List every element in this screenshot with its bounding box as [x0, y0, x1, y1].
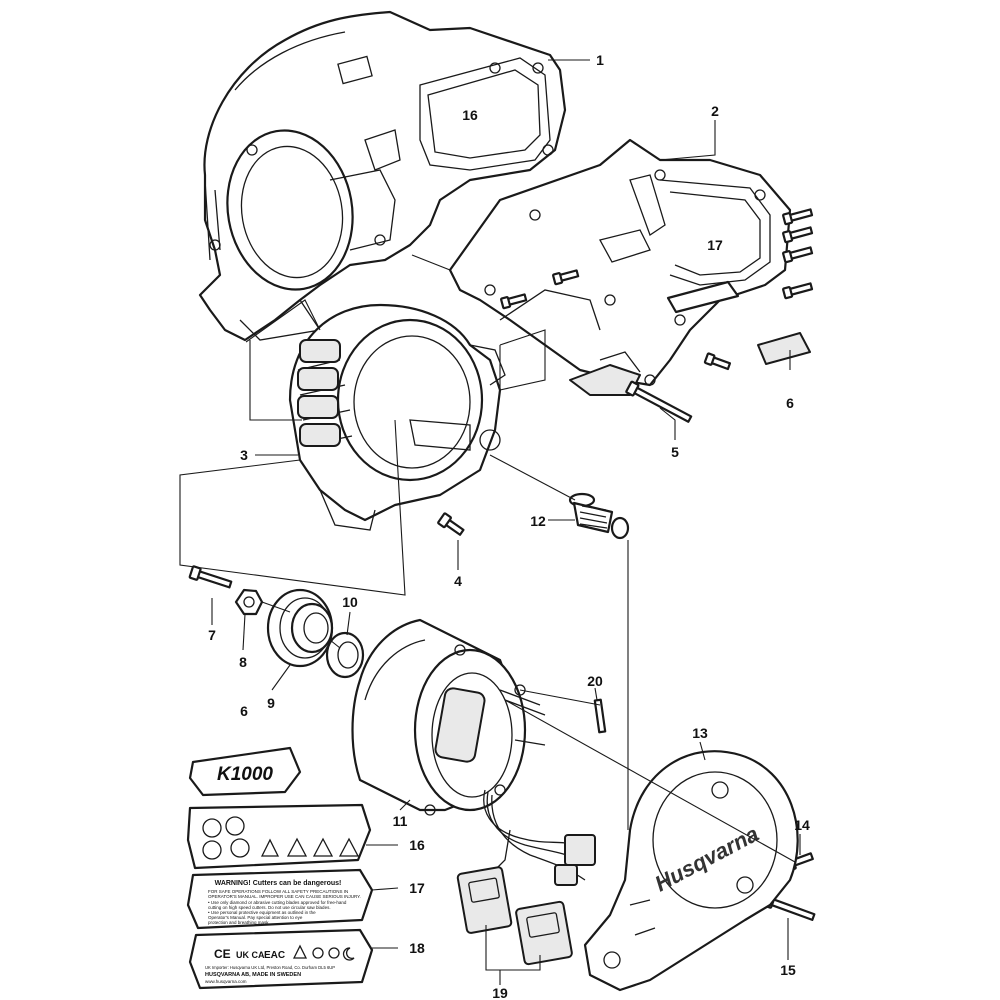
cert-mark: UK CA	[236, 950, 265, 960]
callout-17-upper: 17	[707, 237, 723, 253]
standby-icon	[312, 947, 324, 959]
nut-part-8	[234, 588, 264, 616]
callout-12: 12	[530, 513, 546, 529]
model-decal: K1000	[188, 746, 302, 797]
cert-mark: EAC	[264, 950, 285, 961]
callout-13: 13	[692, 725, 708, 741]
callout-17-lower: 17	[409, 880, 425, 896]
safety-decal: WARNING! Cutters can be dangerous! FOR S…	[186, 868, 374, 930]
callout-6-lower: 6	[240, 703, 248, 719]
decal-6-small	[757, 332, 811, 365]
safety-headline: WARNING! Cutters can be dangerous!	[215, 880, 342, 887]
callout-numbers: 1 16 2 17 6 5 3 12 4 7 8 9 10 20 6 13 11…	[208, 52, 810, 1000]
safety-line: • Use only diamond or abrasive cutting b…	[208, 900, 347, 905]
moon-icon	[342, 947, 355, 961]
model-decal-text: K1000	[217, 764, 273, 785]
callout-18: 18	[409, 940, 425, 956]
cert-website: www.husqvarna.com	[205, 979, 247, 984]
callout-9: 9	[267, 695, 275, 711]
motor-part	[351, 618, 546, 816]
brush-spring-part	[568, 492, 630, 540]
screw-group-right	[500, 208, 814, 371]
wiring-harness-part	[456, 789, 596, 966]
callout-8: 8	[239, 654, 247, 670]
end-cover-part: Husqvarna	[583, 750, 799, 992]
pictogram-decal	[186, 803, 372, 870]
cert-made-in: HUSQVARNA AB, MADE IN SWEDEN	[205, 972, 301, 978]
callout-20: 20	[587, 673, 603, 689]
assembly-guide-lines	[179, 254, 796, 863]
safety-line: Operator's Manual. Pay special attention…	[208, 915, 303, 920]
callout-4: 4	[454, 573, 462, 589]
recycle-icon	[292, 944, 308, 959]
callout-11: 11	[393, 813, 408, 829]
motor-shroud-part	[288, 303, 506, 531]
callout-16-upper: 16	[462, 107, 478, 123]
certification-decal: CE UK CA EAC UK Importer: Husqvarna UK L…	[188, 928, 374, 990]
housing-half-part	[198, 10, 567, 342]
callout-7: 7	[208, 627, 216, 643]
screw-part-4	[437, 512, 465, 536]
callout-6-upper: 6	[786, 395, 794, 411]
screw-part-5	[625, 380, 693, 423]
safety-line: OPERATOR'S MANUAL. IMPROPER USE CAN CAUS…	[208, 894, 361, 899]
callout-15: 15	[780, 962, 796, 978]
cert-importer: UK Importer: Husqvarna UK Ltd, Preston R…	[205, 965, 335, 970]
callout-5: 5	[671, 444, 679, 460]
callout-10: 10	[342, 594, 358, 610]
callout-leaders	[211, 59, 801, 985]
callout-1: 1	[596, 52, 604, 68]
bearing-part-10	[325, 631, 365, 679]
screw-part-7	[188, 565, 233, 589]
safety-line: cutting on high speed cutters. Do not us…	[208, 905, 331, 910]
recycle-mark-icon	[328, 947, 340, 959]
label-17-on-housing	[666, 280, 740, 314]
safety-line: • Use personal protective equipment as o…	[208, 910, 316, 915]
callout-3: 3	[240, 447, 248, 463]
safety-line: protection and breathing mask.	[208, 920, 270, 925]
callout-16-lower: 16	[409, 837, 425, 853]
safety-line: FOR SAFE OPERATIONS FOLLOW ALL SAFETY PR…	[208, 889, 348, 894]
cert-mark: CE	[214, 947, 231, 961]
handle-housing-part	[448, 138, 792, 396]
callout-19: 19	[492, 985, 508, 1000]
pin-part-20	[593, 698, 607, 734]
callout-2: 2	[711, 103, 719, 119]
pulley-part-9	[266, 588, 334, 668]
callout-14: 14	[794, 817, 810, 833]
